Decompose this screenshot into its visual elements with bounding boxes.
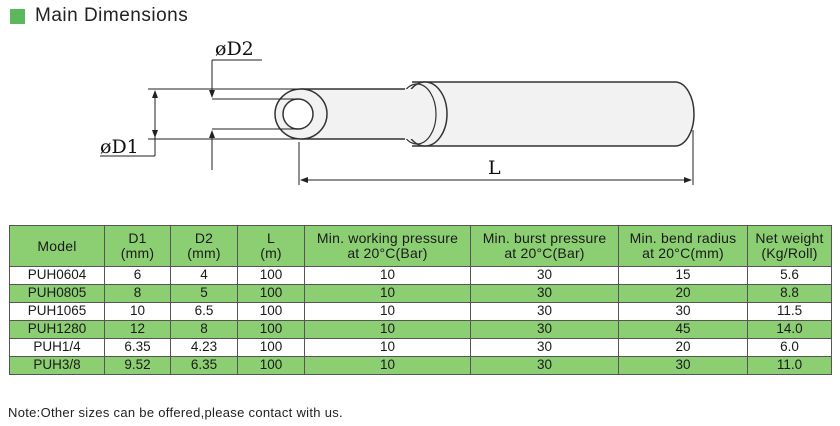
cell-length: 100 <box>237 284 305 303</box>
cell-net-weight: 11.5 <box>747 302 832 321</box>
column-header-d2: D2(mm) <box>170 225 238 267</box>
cell-length: 100 <box>237 302 305 321</box>
cell-length: 100 <box>237 320 305 339</box>
tube-front-section <box>301 89 412 139</box>
specifications-table: Model D1(mm) D2(mm) L(m) Min. working pr… <box>9 225 832 375</box>
cell-working-pressure: 10 <box>304 284 471 303</box>
cell-burst-pressure: 30 <box>470 302 619 321</box>
cell-net-weight: 11.0 <box>747 356 832 375</box>
cell-model: PUH1280 <box>9 320 105 339</box>
cell-length: 100 <box>237 338 305 357</box>
table-row: PUH0604 6 4 100 10 30 15 5.6 <box>9 266 832 285</box>
cell-d1: 12 <box>104 320 171 339</box>
cell-net-weight: 5.6 <box>747 266 832 285</box>
cell-d2: 4 <box>170 266 238 285</box>
cell-d1: 9.52 <box>104 356 171 375</box>
cell-model: PUH1/4 <box>9 338 105 357</box>
cell-net-weight: 14.0 <box>747 320 832 339</box>
cell-working-pressure: 10 <box>304 338 471 357</box>
column-header-model: Model <box>9 225 105 267</box>
column-header-net-weight: Net weight(Kg/Roll) <box>747 225 832 267</box>
column-header-d1: D1(mm) <box>104 225 171 267</box>
cell-d1: 10 <box>104 302 171 321</box>
section-title: Main Dimensions <box>35 5 189 26</box>
cell-bend-radius: 20 <box>618 284 748 303</box>
cell-bend-radius: 20 <box>618 338 748 357</box>
table-row: PUH0805 8 5 100 10 30 20 8.8 <box>9 284 832 303</box>
table-row: PUH1280 12 8 100 10 30 45 14.0 <box>9 320 832 339</box>
cell-d2: 5 <box>170 284 238 303</box>
cell-working-pressure: 10 <box>304 266 471 285</box>
cell-burst-pressure: 30 <box>470 284 619 303</box>
cell-d1: 8 <box>104 284 171 303</box>
cell-burst-pressure: 30 <box>470 320 619 339</box>
l-label: L <box>488 157 501 179</box>
section-marker <box>10 8 25 24</box>
section-header: Main Dimensions <box>10 5 188 27</box>
cell-d2: 6.5 <box>170 302 238 321</box>
cell-net-weight: 6.0 <box>747 338 832 357</box>
cell-burst-pressure: 30 <box>470 356 619 375</box>
tube-end-inner <box>282 98 314 130</box>
cell-d1: 6 <box>104 266 171 285</box>
cell-working-pressure: 10 <box>304 320 471 339</box>
tube-body <box>412 81 695 147</box>
cell-burst-pressure: 30 <box>470 266 619 285</box>
table-row: PUH1/4 6.35 4.23 100 10 30 20 6.0 <box>9 338 832 357</box>
cell-bend-radius: 45 <box>618 320 748 339</box>
tube-dimension-diagram: øD2 øD1 L <box>100 38 695 185</box>
cell-length: 100 <box>237 356 305 375</box>
cell-burst-pressure: 30 <box>470 338 619 357</box>
table-row: PUH1065 10 6.5 100 10 30 30 11.5 <box>9 302 832 321</box>
cell-d1: 6.35 <box>104 338 171 357</box>
cell-d2: 6.35 <box>170 356 238 375</box>
cell-bend-radius: 30 <box>618 356 748 375</box>
table-row: PUH3/8 9.52 6.35 100 10 30 30 11.0 <box>9 356 832 375</box>
d1-label: øD1 <box>100 136 139 158</box>
cell-model: PUH3/8 <box>9 356 105 375</box>
cell-model: PUH0805 <box>9 284 105 303</box>
cell-length: 100 <box>237 266 305 285</box>
d2-label: øD2 <box>215 38 254 60</box>
cell-bend-radius: 30 <box>618 302 748 321</box>
footnote: Note:Other sizes can be offered,please c… <box>8 405 343 420</box>
cell-bend-radius: 15 <box>618 266 748 285</box>
cell-net-weight: 8.8 <box>747 284 832 303</box>
cell-model: PUH1065 <box>9 302 105 321</box>
cell-working-pressure: 10 <box>304 356 471 375</box>
column-header-length: L(m) <box>237 225 305 267</box>
cell-model: PUH0604 <box>9 266 105 285</box>
cell-working-pressure: 10 <box>304 302 471 321</box>
cell-d2: 8 <box>170 320 238 339</box>
cell-d2: 4.23 <box>170 338 238 357</box>
table-header-row: Model D1(mm) D2(mm) L(m) Min. working pr… <box>9 225 832 267</box>
